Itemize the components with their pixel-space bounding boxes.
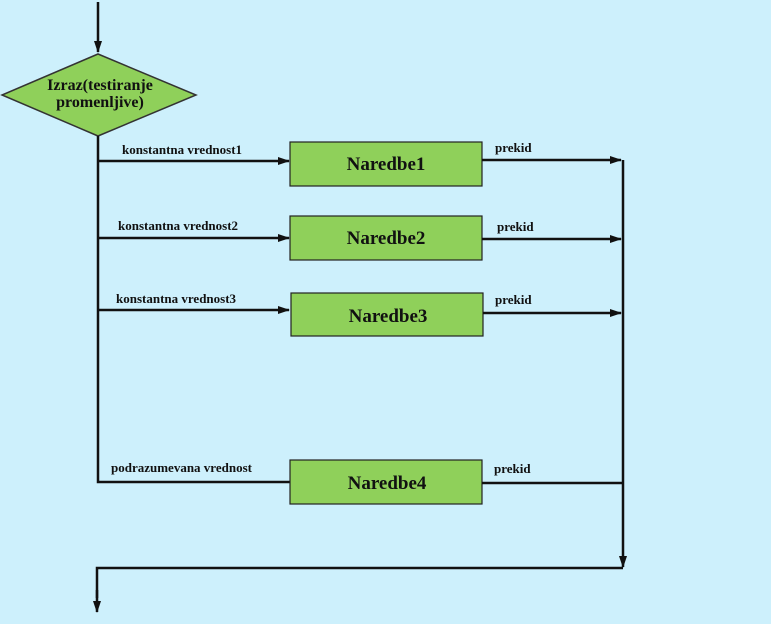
exit-line: [95, 566, 623, 598]
statement-box-4: [289, 459, 483, 505]
decision-text-line1: Izraz(testiranje: [47, 77, 153, 94]
statement-text-2: Naredbe2: [347, 228, 426, 249]
statement-box-2: [289, 215, 483, 261]
decision-text-line2: promenljive): [56, 94, 144, 111]
break-label-3: prekid: [495, 292, 532, 307]
default-label: podrazumevana vrednost: [111, 460, 253, 475]
case-label-1: konstantna vrednost1: [122, 142, 242, 157]
statement-box-1: [289, 141, 483, 187]
break-label-1: prekid: [495, 140, 532, 155]
statement-text-1: Naredbe1: [347, 154, 426, 175]
break-label-4: prekid: [494, 461, 531, 476]
statement-text-4: Naredbe4: [348, 473, 427, 494]
statement-text-3: Naredbe3: [349, 306, 428, 327]
left-trunk-line: [96, 136, 290, 484]
case-label-3: konstantna vrednost3: [116, 291, 237, 306]
case-label-2: konstantna vrednost2: [118, 218, 238, 233]
statement-box-3: [290, 292, 484, 337]
break-label-2: prekid: [497, 219, 534, 234]
